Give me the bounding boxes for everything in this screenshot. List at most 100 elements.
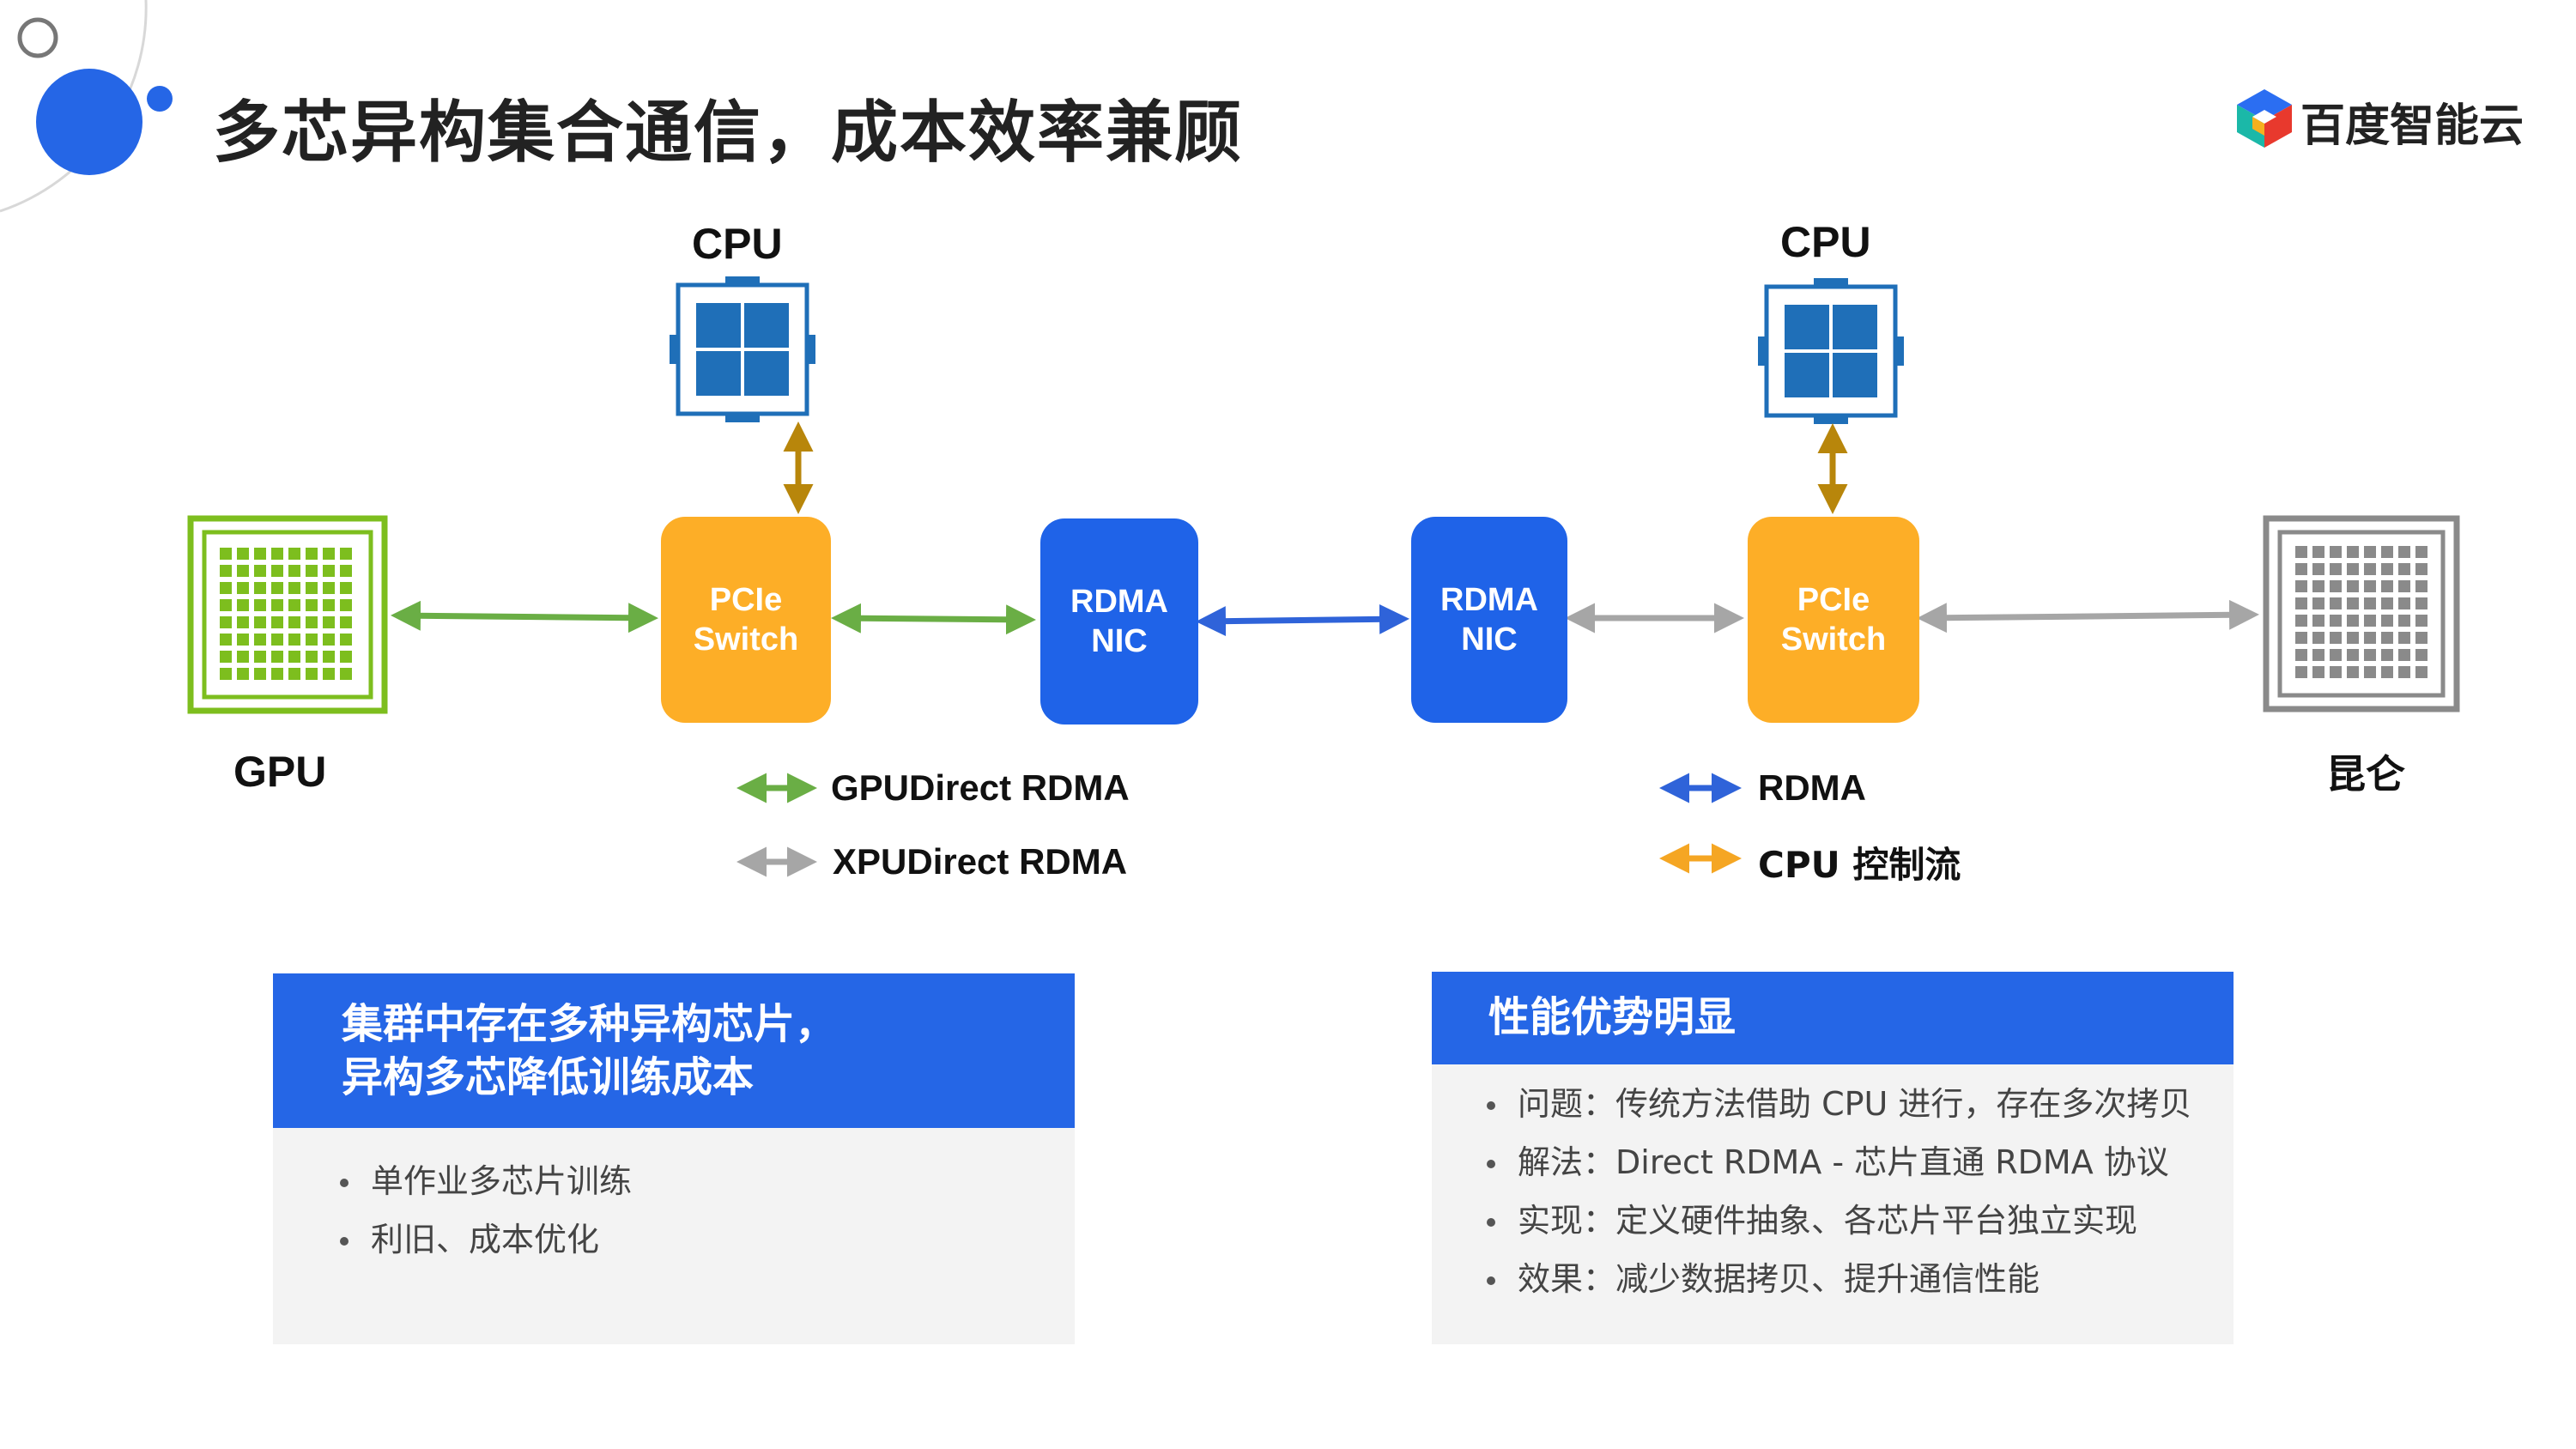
kunlun-chip-cell: [2381, 666, 2393, 678]
gpu-chip-cell: [323, 616, 335, 628]
kunlun-chip-cell: [2364, 580, 2376, 592]
gpu-chip-cell: [288, 548, 300, 560]
kunlun-chip-cell: [2347, 649, 2359, 661]
kunlun-chip-cell: [2381, 649, 2393, 661]
gpu-chip-cell: [271, 616, 283, 628]
gpu-chip-cell: [271, 651, 283, 663]
gpu-chip-cell: [288, 565, 300, 577]
kunlun-chip-cell: [2415, 632, 2428, 644]
kunlun-chip-cell: [2364, 649, 2376, 661]
right-card-bullet: 问题：传统方法借助 CPU 进行，存在多次拷贝: [1480, 1075, 2191, 1133]
kunlun-chip-cell: [2381, 615, 2393, 627]
gpu-chip-cell: [220, 634, 232, 646]
kunlun-chip-cell: [2330, 563, 2342, 575]
kunlun-chip-cell: [2415, 580, 2428, 592]
left-card-bullets: 单作业多芯片训练 利旧、成本优化: [333, 1152, 632, 1269]
gpu-chip-cell: [254, 616, 266, 628]
gpu-chip-cell: [306, 651, 318, 663]
baidu-cloud-cube-icon: [2237, 89, 2292, 148]
right-pcie-switch-line1: PCIe: [1797, 582, 1870, 618]
kunlun-chip-cell: [2347, 597, 2359, 609]
kunlun-chip-cell: [2398, 632, 2410, 644]
gpu-chip-cell: [340, 668, 352, 680]
kunlun-chip-cell: [2295, 615, 2307, 627]
nic-nic-rdma-arrow: [1196, 603, 1409, 637]
gpu-chip-cell: [237, 616, 249, 628]
left-rdma-nic-line2: NIC: [1091, 623, 1148, 659]
kunlun-chip-cell: [2398, 666, 2410, 678]
legend-cpu-control-label: CPU 控制流: [1758, 844, 1961, 886]
kunlun-chip-cell: [2415, 615, 2428, 627]
gpu-chip-cell: [306, 634, 318, 646]
right-card-bullet: 效果：减少数据拷贝、提升通信性能: [1480, 1250, 2191, 1308]
gpu-chip-cell: [306, 582, 318, 594]
kunlun-chip-cell: [2347, 666, 2359, 678]
right-card-title: 性能优势明显: [1488, 993, 1737, 1041]
gpu-chip-cell: [340, 634, 352, 646]
kunlun-chip-cell: [2312, 632, 2324, 644]
left-rdma-nic: RDMA NIC: [1040, 518, 1198, 724]
kunlun-chip-cell: [2381, 597, 2393, 609]
kunlun-chip-cell: [2330, 632, 2342, 644]
gpu-chip-cell: [254, 565, 266, 577]
kunlun-chip-cell: [2381, 563, 2393, 575]
gpu-chip-cell: [340, 616, 352, 628]
right-pcie-switch-line2: Switch: [1780, 621, 1887, 658]
gpu-chip-cell: [237, 548, 249, 560]
kunlun-chip-cell: [2415, 563, 2428, 575]
legend-rdma-label: RDMA: [1758, 767, 1866, 808]
kunlun-chip-cell: [2347, 632, 2359, 644]
kunlun-chip-cell: [2330, 615, 2342, 627]
legend-gpudirect-label: GPUDirect RDMA: [831, 767, 1130, 808]
gpu-chip-cell: [271, 668, 283, 680]
kunlun-chip-cell: [2364, 666, 2376, 678]
gpu-chip-cell: [220, 582, 232, 594]
right-cpu-label: CPU: [1780, 218, 1871, 266]
kunlun-chip-cell: [2381, 580, 2393, 592]
gpu-chip-cell: [271, 548, 283, 560]
gpu-chip-cell: [271, 565, 283, 577]
kunlun-chip-cell: [2312, 597, 2324, 609]
right-card-bullets: 问题：传统方法借助 CPU 进行，存在多次拷贝 解法：Direct RDMA -…: [1480, 1075, 2191, 1308]
kunlun-chip-cell: [2364, 615, 2376, 627]
kunlun-chip-cell: [2398, 615, 2410, 627]
kunlun-chip-cell: [2415, 597, 2428, 609]
kunlun-chip-cell: [2312, 546, 2324, 558]
kunlun-chip-cell: [2415, 649, 2428, 661]
kunlun-chip-cell: [2398, 649, 2410, 661]
left-card-body: 单作业多芯片训练 利旧、成本优化: [273, 1128, 1075, 1344]
gpu-chip-cell: [323, 668, 335, 680]
gpu-chip-cell: [254, 548, 266, 560]
kunlun-chip-cell: [2398, 563, 2410, 575]
kunlun-chip-cell: [2364, 563, 2376, 575]
gpu-chip-cell: [340, 599, 352, 611]
gpu-chip-cell: [288, 668, 300, 680]
decorative-small-dot: [147, 86, 173, 112]
gpu-chip-cell: [220, 668, 232, 680]
kunlun-chip-cell: [2415, 666, 2428, 678]
kunlun-chip-cell: [2295, 546, 2307, 558]
gpu-chip-cell: [306, 668, 318, 680]
kunlun-chip-cell: [2398, 597, 2410, 609]
page-title: 多芯异构集合通信，成本效率兼顾: [213, 94, 1244, 172]
kunlun-chip-icon: [2263, 515, 2460, 712]
gpu-chip-cell: [237, 668, 249, 680]
kunlun-chip-cell: [2347, 615, 2359, 627]
kunlun-chip-cell: [2295, 632, 2307, 644]
gpu-chip-cell: [340, 651, 352, 663]
kunlun-chip-cell: [2295, 666, 2307, 678]
gpu-switch-arrow: [391, 600, 658, 634]
kunlun-chip-cell: [2312, 563, 2324, 575]
kunlun-chip-cell: [2295, 563, 2307, 575]
gpu-chip-icon: [187, 515, 388, 714]
gpu-chip-cell: [306, 548, 318, 560]
right-card-body: 问题：传统方法借助 CPU 进行，存在多次拷贝 解法：Direct RDMA -…: [1432, 1064, 2234, 1344]
decorative-big-dot: [36, 69, 142, 175]
gpu-chip-cell: [288, 651, 300, 663]
gpu-chip-cell: [306, 616, 318, 628]
left-rdma-nic-line1: RDMA: [1070, 584, 1168, 620]
gpu-chip-cell: [323, 582, 335, 594]
gpu-chip-cell: [237, 565, 249, 577]
kunlun-chip-cell: [2312, 666, 2324, 678]
